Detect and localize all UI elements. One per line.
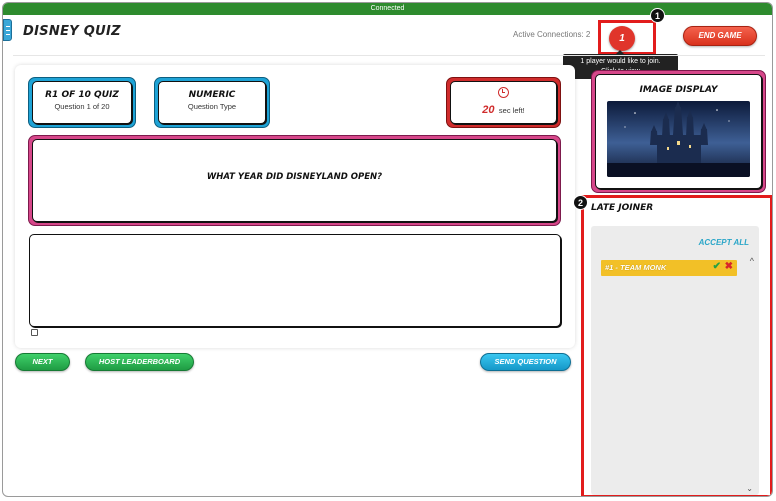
castle-image <box>607 101 750 177</box>
question-card: WHAT YEAR DID DISNEYLAND OPEN? <box>28 135 561 226</box>
question-text: WHAT YEAR DID DISNEYLAND OPEN? <box>206 172 383 182</box>
round-info-card: R1 OF 10 QUIZ Question 1 of 20 <box>28 77 136 128</box>
question-progress: Question 1 of 20 <box>54 102 110 111</box>
page-title: DISNEY QUIZ <box>23 24 121 39</box>
accept-all-button[interactable]: ACCEPT ALL <box>698 238 749 247</box>
quiz-panel: R1 OF 10 QUIZ Question 1 of 20 NUMERIC Q… <box>15 65 575 348</box>
menu-icon[interactable] <box>3 19 12 41</box>
next-button[interactable]: NEXT <box>15 353 70 371</box>
image-display-card: IMAGE DISPLAY <box>591 70 766 193</box>
chevron-down-icon[interactable]: ⌄ <box>746 484 753 493</box>
question-type-label: Question Type <box>187 102 237 111</box>
send-question-button[interactable]: SEND QUESTION <box>480 353 571 371</box>
check-icon[interactable]: ✔ <box>712 261 721 272</box>
timer-value: 20 <box>482 104 495 116</box>
clock-icon <box>498 87 509 98</box>
callout-badge-1: 1 <box>650 8 665 23</box>
image-display-title: IMAGE DISPLAY <box>639 85 718 95</box>
host-leaderboard-button[interactable]: HOST LEADERBOARD <box>85 353 194 371</box>
late-joiner-panel: LATE JOINER ACCEPT ALL #1 - TEAM MONK ✔ … <box>581 195 772 496</box>
cross-icon[interactable]: ✖ <box>724 261 733 272</box>
late-joiner-list[interactable]: ACCEPT ALL #1 - TEAM MONK ✔ ✖ ^ ⌄ <box>591 226 759 495</box>
round-label: R1 OF 10 QUIZ <box>45 90 119 100</box>
connection-status-bar: Connected <box>3 3 772 15</box>
question-type-value: NUMERIC <box>188 90 236 100</box>
header-divider <box>13 55 765 56</box>
tooltip-line-1: 1 player would like to join. <box>580 58 661 65</box>
question-type-card: NUMERIC Question Type <box>154 77 270 128</box>
list-item: #1 - TEAM MONK ✔ ✖ <box>601 260 737 276</box>
team-name: #1 - TEAM MONK <box>605 263 667 272</box>
end-game-button[interactable]: END GAME <box>683 26 757 46</box>
late-joiner-alert-button[interactable]: 1 <box>609 26 635 51</box>
late-joiner-alert-highlight: 1 <box>598 20 656 55</box>
timer-card: 20 sec left! <box>446 77 561 128</box>
timer-label: sec left! <box>498 106 525 115</box>
active-connections: Active Connections: 2 <box>513 30 591 39</box>
option-checkbox[interactable] <box>31 329 38 336</box>
callout-badge-2: 2 <box>573 195 588 210</box>
answer-area[interactable] <box>29 234 561 327</box>
late-joiner-title: LATE JOINER <box>591 203 654 213</box>
chevron-up-icon[interactable]: ^ <box>749 256 754 266</box>
